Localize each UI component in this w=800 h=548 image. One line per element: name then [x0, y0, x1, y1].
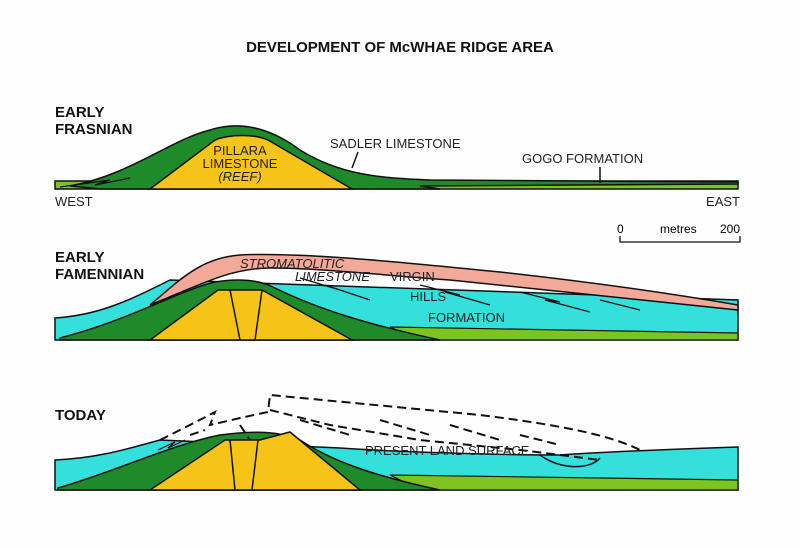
stage-label: FRASNIAN: [55, 121, 133, 138]
stage-label: EARLY: [55, 104, 104, 121]
hills-label: HILLS: [410, 289, 446, 304]
sadler-label: SADLER LIMESTONE: [330, 136, 461, 151]
stromatolitic-label: STROMATOLITIC: [240, 256, 345, 271]
present-land-surface-label: PRESENT LAND SURFACE: [365, 443, 530, 458]
virgin-label: VIRGIN: [390, 269, 435, 284]
diagram-title: DEVELOPMENT OF McWHAE RIDGE AREA: [246, 39, 554, 56]
interfinger-line: [299, 277, 641, 313]
stage-label: FAMENNIAN: [55, 266, 144, 283]
fault-line: [229, 289, 263, 341]
pillara-reef: [147, 134, 355, 190]
interfinger-line: [59, 177, 131, 188]
reef-label: (REEF): [218, 169, 261, 184]
panel-today: TODAY PRESENT LAND SURFACE: [54, 393, 739, 491]
stage-label: EARLY: [55, 249, 104, 266]
fault-line: [229, 439, 259, 491]
stromatolitic-remnant: [157, 439, 186, 451]
pillara-label: LIMESTONE: [203, 156, 278, 171]
scale-min: 0: [617, 222, 624, 236]
eroded-outline: [159, 393, 641, 461]
arrow: [351, 151, 359, 169]
scale-bar: 0 metres 200: [617, 222, 741, 243]
scale-max: 200: [720, 222, 740, 236]
stage-label: TODAY: [55, 407, 106, 424]
panel-early-frasnian: EARLY FRASNIAN PILLARA LIMESTONE (REEF) …: [54, 104, 740, 209]
scale-unit: metres: [660, 222, 697, 236]
pillara-label: PILLARA: [213, 143, 267, 158]
panel-early-famennian: EARLY FAMENNIAN STROMATOLITIC LIMESTONE …: [54, 249, 739, 341]
limestone-label: LIMESTONE: [295, 269, 370, 284]
stromatolitic-limestone-layer: [149, 253, 739, 311]
west-label: WEST: [55, 194, 93, 209]
east-label: EAST: [706, 194, 740, 209]
land-surface-line: [539, 454, 601, 468]
formation-label: FORMATION: [428, 310, 505, 325]
gogo-label: GOGO FORMATION: [522, 151, 643, 166]
